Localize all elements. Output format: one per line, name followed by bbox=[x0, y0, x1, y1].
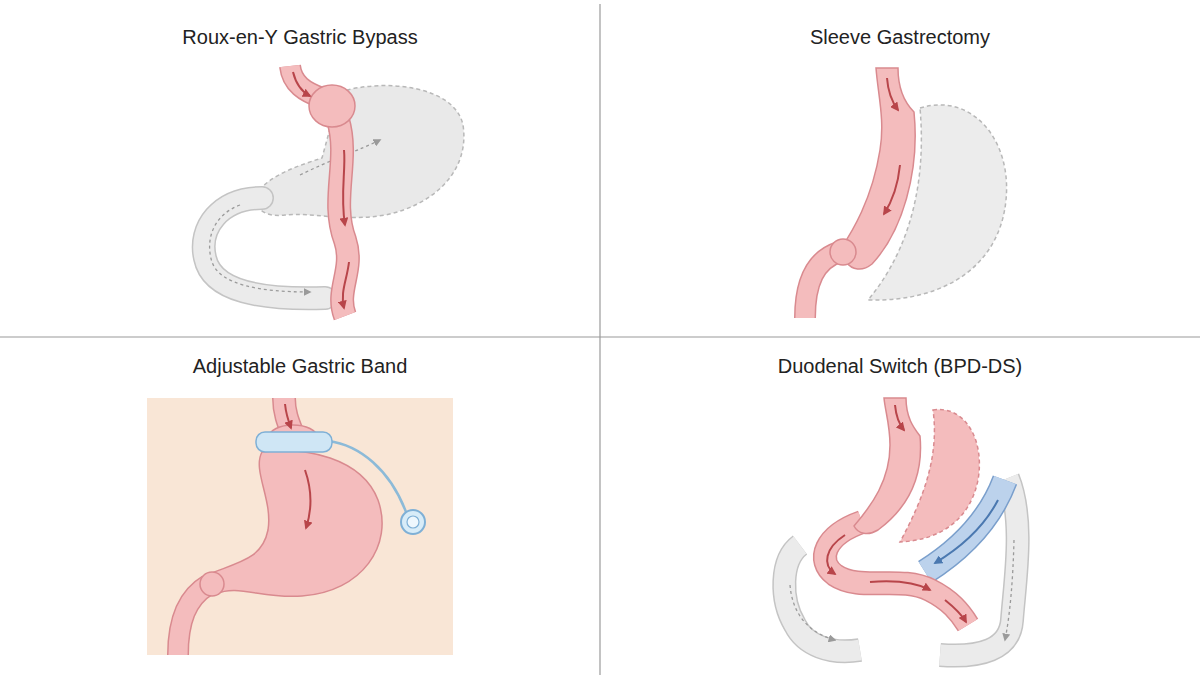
access-tube bbox=[328, 441, 406, 512]
panel-heading-holder: Adjustable Gastric Band bbox=[20, 354, 580, 378]
food-flow-arrow bbox=[293, 72, 310, 96]
alimentary-limb-outline bbox=[825, 522, 968, 625]
panel-divider bbox=[0, 336, 1200, 337]
duodenum-outline bbox=[178, 585, 208, 655]
bile-flow-arrow bbox=[935, 500, 998, 563]
access-port bbox=[407, 516, 419, 528]
duodenal-switch-illustration bbox=[784, 398, 1017, 656]
food-flow-arrow bbox=[343, 262, 349, 308]
food-flow-arrow bbox=[895, 405, 904, 430]
roux-limb-outline bbox=[338, 120, 348, 316]
panel-heading: Sleeve Gastrectomy bbox=[810, 25, 990, 49]
food-flow-arrow bbox=[343, 150, 345, 225]
gastric-band-illustration bbox=[147, 398, 453, 655]
bypass-flow bbox=[210, 205, 310, 292]
stomach bbox=[204, 451, 382, 597]
food-flow-arrow bbox=[285, 404, 291, 428]
bypass-flow bbox=[790, 585, 835, 640]
access-port bbox=[401, 510, 425, 534]
gastric-sleeve bbox=[840, 68, 915, 269]
panel-heading: Roux-en-Y Gastric Bypass bbox=[182, 25, 417, 49]
panel-divider bbox=[599, 4, 600, 675]
duodenum bbox=[178, 585, 208, 655]
gastric-sleeve bbox=[854, 398, 921, 533]
biliopancreatic-limb-outline bbox=[925, 480, 1005, 572]
food-flow-arrow bbox=[887, 78, 898, 110]
panel-heading: Duodenal Switch (BPD-DS) bbox=[778, 354, 1023, 378]
food-flow-arrow bbox=[945, 600, 966, 622]
food-flow-arrow bbox=[305, 470, 310, 528]
food-flow-arrow bbox=[884, 165, 900, 214]
panel-background bbox=[147, 398, 453, 655]
food-flow-arrow bbox=[870, 581, 930, 590]
roux-en-y-illustration bbox=[204, 66, 464, 316]
alimentary-limb bbox=[825, 522, 968, 625]
gastric-band bbox=[256, 432, 332, 452]
pylorus bbox=[200, 572, 224, 596]
roux-limb bbox=[338, 120, 348, 316]
bypassed-stomach bbox=[256, 86, 464, 218]
biliopancreatic-limb bbox=[925, 480, 1005, 572]
bypass-flow bbox=[1005, 540, 1014, 640]
gastric-pouch bbox=[309, 85, 355, 127]
panel-heading: Adjustable Gastric Band bbox=[193, 354, 408, 378]
bypassed-limb bbox=[204, 198, 325, 298]
panel-heading-holder: Sleeve Gastrectomy bbox=[620, 25, 1180, 49]
food-flow-arrow bbox=[827, 535, 845, 574]
panel-heading-holder: Duodenal Switch (BPD-DS) bbox=[620, 354, 1180, 378]
sleeve-illustration bbox=[805, 68, 1007, 318]
bypassed-limb-outline bbox=[204, 198, 325, 298]
panel-heading-holder: Roux-en-Y Gastric Bypass bbox=[20, 25, 580, 49]
pylorus bbox=[830, 239, 856, 265]
